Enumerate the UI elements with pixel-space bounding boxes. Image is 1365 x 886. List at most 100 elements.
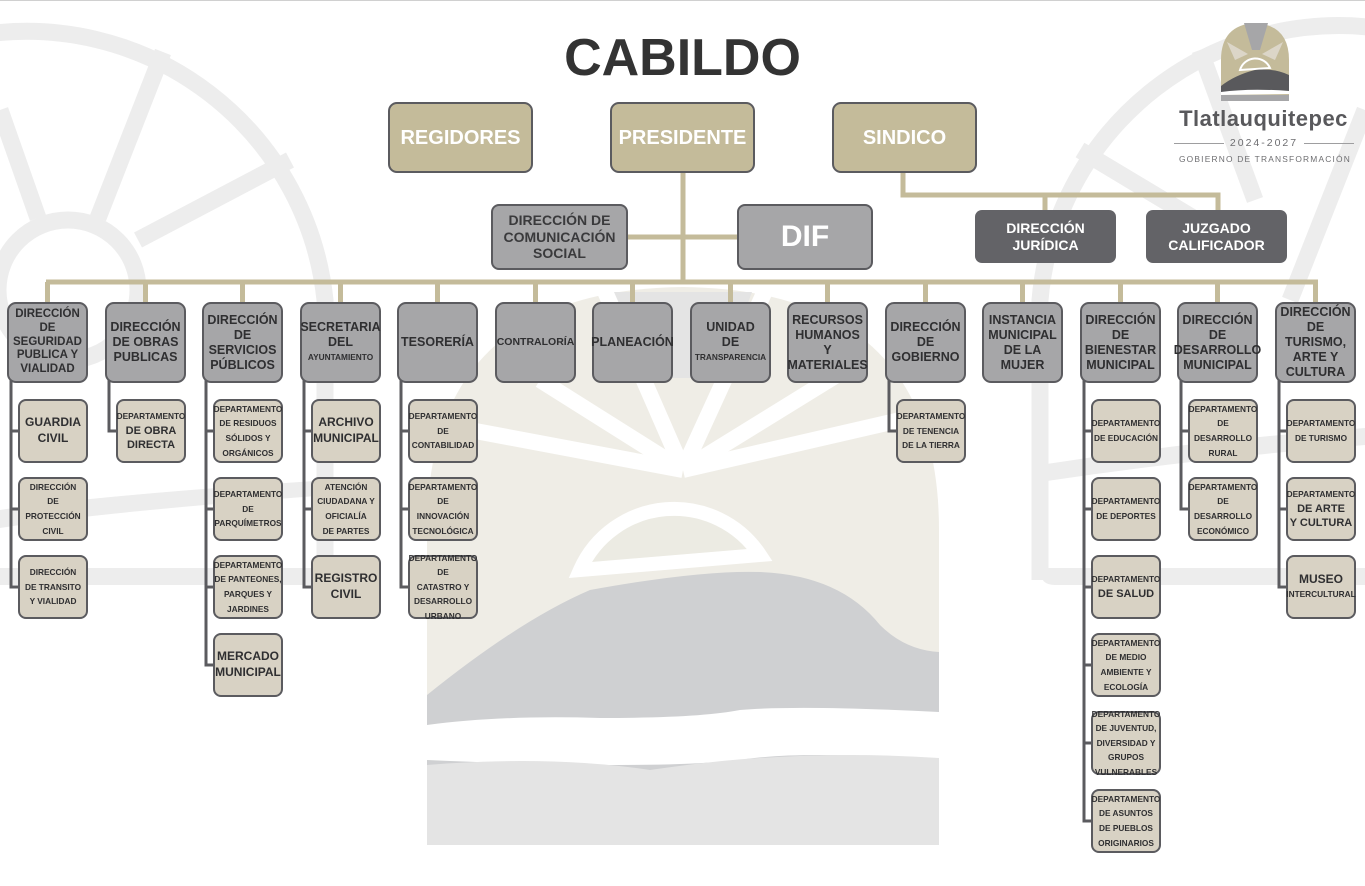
department-label-line: DE TURISMO xyxy=(1294,433,1348,443)
department-label-line: CIVIL xyxy=(42,525,64,536)
department-label-line: DE xyxy=(47,496,59,507)
page-title: CABILDO xyxy=(564,29,801,87)
directorate-label-line: DE xyxy=(39,321,56,334)
directorate-label-line: SERVICIOS xyxy=(208,342,277,357)
directorate-label: PLANEACIÓN xyxy=(591,335,674,350)
directorate-box[interactable]: PLANEACIÓN xyxy=(591,302,674,383)
department-label-line: DEPARTAMENTO xyxy=(213,559,283,570)
department-label-line: DE PANTEONES, xyxy=(214,574,282,585)
directorate-label-line: CONTRALORÍA xyxy=(496,336,575,349)
directorate-label-line: RECURSOS xyxy=(792,312,863,327)
presidente-box[interactable]: PRESIDENTE xyxy=(610,102,755,173)
department-label-line: RURAL xyxy=(1208,447,1238,458)
department-label-line: DEPARTAMENTO xyxy=(116,411,186,422)
department-label-line: DIVERSIDAD Y xyxy=(1096,737,1156,748)
department-label-line: DEPARTAMENTO xyxy=(213,403,283,414)
directorate-label-line: DE xyxy=(1208,327,1227,342)
juzgado-line: CALIFICADOR xyxy=(1168,236,1265,253)
directorate-label-line: SEGURIDAD xyxy=(12,335,82,348)
juridica-line: JURÍDICA xyxy=(1012,236,1079,253)
department-label-line: DE JUVENTUD, xyxy=(1095,723,1157,734)
department-label-line: DEPARTAMENTO xyxy=(408,411,478,422)
department-label-line: PARQUÍMETROS xyxy=(214,518,282,529)
department-label-line: DE ASUNTOS xyxy=(1099,808,1153,819)
department-label-line: DE PARTES xyxy=(322,525,370,536)
directorate-label-line: ARTE Y xyxy=(1292,350,1339,364)
direccion-juridica-box[interactable]: DIRECCIÓN JURÍDICA xyxy=(975,210,1116,263)
logo-term-years: 2024-2027 xyxy=(1168,137,1360,149)
department-label-line: DE xyxy=(437,496,449,507)
juzgado-calificador-box[interactable]: JUZGADO CALIFICADOR xyxy=(1146,210,1287,263)
directorate-box[interactable]: CONTRALORÍA xyxy=(495,302,576,383)
sindico-box[interactable]: SINDICO xyxy=(832,102,977,173)
department-label-line: DE xyxy=(437,425,449,436)
directorate-box[interactable]: TESORERÍA xyxy=(397,302,478,383)
department-label-line: DE TENENCIA xyxy=(902,425,960,436)
comunicacion-social-box[interactable]: DIRECCIÓN DE COMUNICACIÓN SOCIAL xyxy=(491,204,628,270)
directorate-label-line: BIENESTAR xyxy=(1084,342,1157,357)
directorate-label-line: GOBIERNO xyxy=(891,350,960,364)
directorate-label-line: SECRETARIA xyxy=(300,320,381,335)
directorate-label: CONTRALORÍA xyxy=(497,336,575,349)
directorate-label-line: VIALIDAD xyxy=(20,363,75,376)
department-label-line: DIRECCIÓN xyxy=(29,481,77,492)
top-border xyxy=(0,0,1365,1)
department-label-line: DEPARTAMENTO xyxy=(1091,637,1161,648)
department-label-line: AMBIENTE Y xyxy=(1100,667,1152,677)
department-label-line: GRUPOS xyxy=(1108,752,1144,763)
dif-box[interactable]: DIF xyxy=(737,204,873,270)
regidores-box[interactable]: REGIDORES xyxy=(388,102,533,173)
department-label-line: DE xyxy=(242,503,254,514)
directorate-label-line: TRANSPARENCIA xyxy=(694,352,767,363)
directorate-label-line: PUBLICA Y xyxy=(16,349,79,362)
